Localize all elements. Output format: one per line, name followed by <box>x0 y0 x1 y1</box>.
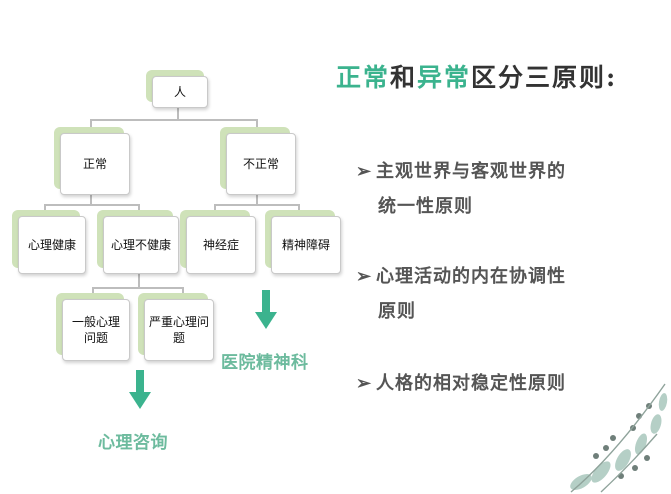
connector-line <box>182 287 184 295</box>
title-and: 和 <box>390 63 418 92</box>
down-arrow-icon <box>129 370 151 409</box>
principle-item: ➢心理活动的内在协调性 原则 <box>356 259 566 329</box>
node-mental-unhealth-label: 心理不健康 <box>103 216 179 274</box>
connector-line <box>214 204 300 206</box>
connector-line <box>177 107 179 120</box>
connector-line <box>298 204 300 212</box>
connector-line <box>44 204 46 212</box>
page-title: 正常和异常区分三原则: <box>336 58 617 94</box>
counseling-label: 心理咨询 <box>98 433 168 453</box>
node-general-issue-label: 一般心理问题 <box>62 299 130 361</box>
connector-line <box>90 193 92 205</box>
connector-line <box>92 287 184 289</box>
connector-line <box>138 274 140 288</box>
psychiatry-label: 医院精神科 <box>221 353 309 373</box>
connector-line <box>214 204 216 212</box>
principle-line1: 人格的相对稳定性原则 <box>376 373 566 394</box>
node-serious-issue-label: 严重心理问题 <box>144 299 214 361</box>
node-mental-disorder-label: 精神障碍 <box>271 216 341 274</box>
connector-line <box>90 119 258 121</box>
principle-item: ➢主观世界与客观世界的 统一性原则 <box>356 154 566 224</box>
title-normal: 正常 <box>336 63 391 92</box>
node-abnormal-label: 不正常 <box>226 133 296 195</box>
principle-line2: 原则 <box>378 301 416 322</box>
connector-line <box>90 119 92 128</box>
node-root-label: 人 <box>152 76 208 108</box>
connector-line <box>138 204 140 212</box>
principle-line1: 主观世界与客观世界的 <box>376 161 566 182</box>
principle-line1: 心理活动的内在协调性 <box>376 266 566 287</box>
leaf-decoration-icon <box>570 383 668 493</box>
down-arrow-icon <box>255 290 277 329</box>
node-normal-label: 正常 <box>60 133 130 195</box>
connector-line <box>256 193 258 205</box>
bullet-arrow-icon: ➢ <box>356 373 373 394</box>
principle-line2: 统一性原则 <box>378 196 473 217</box>
connector-line <box>256 119 258 128</box>
connector-line <box>92 287 94 295</box>
title-rest: 区分三原则: <box>471 63 618 92</box>
node-mental-health-label: 心理健康 <box>18 216 86 274</box>
bullet-arrow-icon: ➢ <box>356 266 373 287</box>
principle-item: ➢人格的相对稳定性原则 <box>356 366 566 401</box>
node-neurosis-label: 神经症 <box>186 216 256 274</box>
bullet-arrow-icon: ➢ <box>356 161 373 182</box>
connector-line <box>44 204 140 206</box>
title-abnormal: 异常 <box>417 63 472 92</box>
